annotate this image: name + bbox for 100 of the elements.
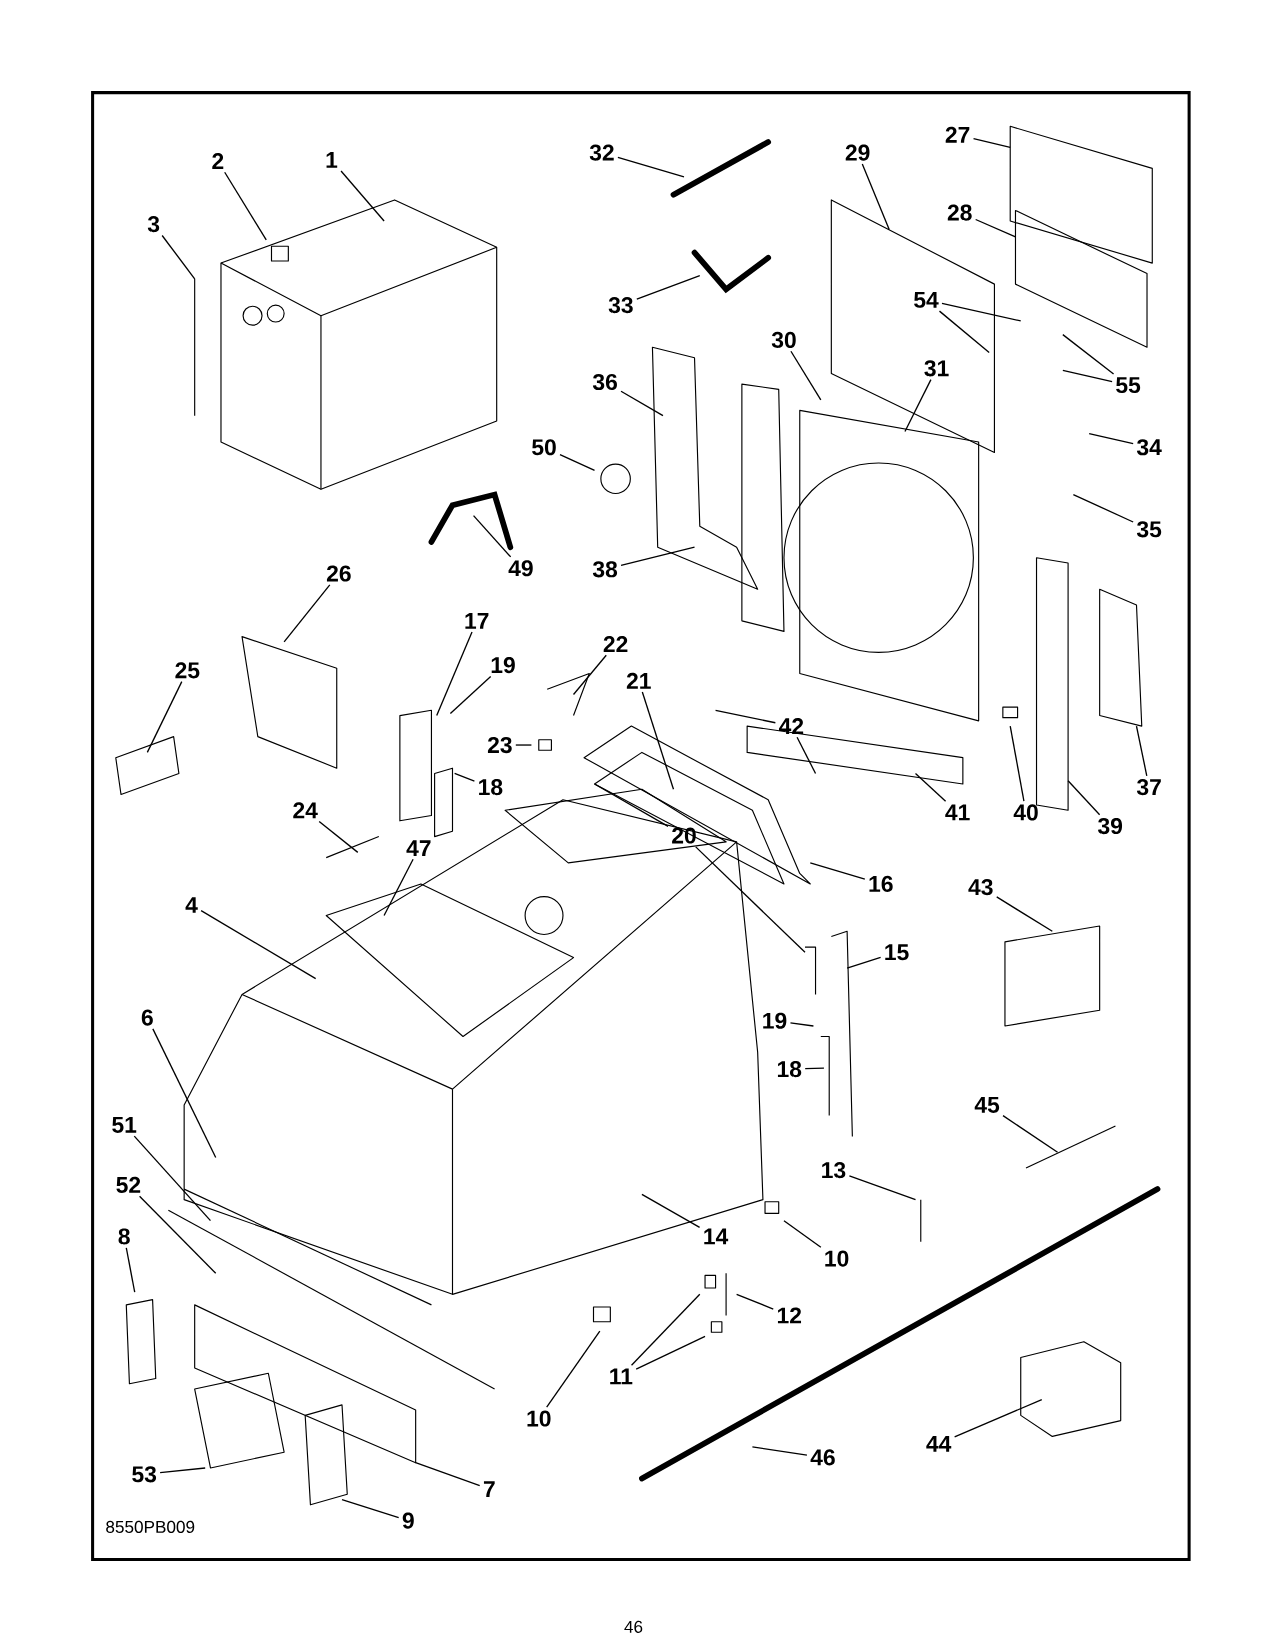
leader-line [1067, 780, 1101, 816]
leader-line [1088, 432, 1134, 445]
leader-line [846, 956, 882, 969]
callout-number: 8 [118, 1228, 130, 1245]
leader-line [617, 156, 685, 178]
callout-number: 28 [947, 204, 972, 221]
callout-number: 22 [603, 636, 628, 652]
callout-number: 54 [913, 291, 939, 308]
callout-number: 3 [147, 216, 159, 233]
callout-number: 36 [592, 373, 617, 391]
callout-number: 51 [112, 1116, 137, 1133]
leader-line [995, 896, 1053, 932]
leader-line [559, 453, 596, 472]
leader-line [635, 275, 701, 300]
leader-line [383, 858, 414, 917]
leader-line [1009, 725, 1025, 802]
leader-line [635, 1335, 706, 1370]
leader-line [914, 772, 947, 802]
leader-line [200, 910, 317, 980]
callout-number: 12 [777, 1307, 801, 1324]
callout-number: 13 [821, 1162, 846, 1179]
drawing-number: 8550PB009 [105, 1520, 195, 1533]
leader-line [472, 514, 512, 558]
callout-number: 34 [1136, 439, 1162, 456]
callout-number: 41 [945, 804, 970, 821]
leader-line [974, 218, 1016, 238]
leader-line [735, 1293, 774, 1310]
callout-number: 39 [1097, 817, 1122, 835]
callout-number: 27 [945, 126, 970, 143]
callout-number: 19 [763, 1012, 787, 1029]
leader-line [159, 1467, 206, 1474]
callout-number: 24 [293, 802, 318, 819]
leader-line [1002, 1114, 1059, 1153]
leader-line [953, 1398, 1043, 1438]
callout-number: 14 [704, 1228, 728, 1245]
leader-line [593, 783, 669, 827]
leader-line [125, 1247, 136, 1293]
leader-line [904, 379, 932, 433]
callout-number: 31 [924, 360, 949, 377]
callout-number: 32 [589, 144, 614, 161]
leader-line [861, 163, 890, 231]
leader-line [318, 820, 359, 854]
leader-line [941, 302, 1022, 322]
callout-number: 16 [869, 875, 893, 892]
callout-number: 38 [592, 561, 617, 578]
leader-line [1072, 493, 1134, 523]
leader-line [790, 350, 822, 401]
leader-line [449, 675, 492, 715]
callout-number: 30 [771, 331, 796, 348]
leader-line [340, 170, 385, 222]
leader-line [809, 862, 866, 880]
callout-number: 15 [885, 944, 909, 961]
callout-number: 1 [326, 152, 337, 168]
leader-line [161, 234, 196, 280]
callout-number: 53 [132, 1466, 156, 1483]
callout-number: 47 [406, 840, 431, 857]
callout-number: 11 [610, 1368, 633, 1385]
callout-number: 44 [926, 1435, 952, 1452]
callout-number: 18 [777, 1061, 802, 1078]
callout-number: 9 [402, 1512, 414, 1529]
leader-line [283, 584, 331, 643]
callout-number: 6 [141, 1009, 153, 1026]
leader-line [694, 846, 806, 953]
leader-line [796, 736, 816, 775]
leader-line [138, 1195, 217, 1274]
leader-line [620, 546, 695, 567]
leader-line [341, 1498, 400, 1519]
callout-number: 21 [626, 672, 651, 689]
leader-line [1062, 333, 1115, 375]
callout-number: 10 [825, 1250, 849, 1267]
leader-line [514, 744, 532, 746]
leader-line [789, 1022, 814, 1027]
callout-number: 26 [326, 565, 351, 582]
callout-number: 17 [465, 613, 489, 629]
callout-number: 33 [608, 297, 633, 314]
leader-line [152, 1028, 217, 1159]
leader-line [133, 1135, 211, 1222]
callout-number: 45 [974, 1096, 999, 1113]
callout-number: 42 [778, 718, 803, 735]
leader-line [1135, 725, 1148, 777]
callout-number: 55 [1115, 377, 1140, 394]
callout-number: 10 [527, 1410, 551, 1427]
leader-line [620, 390, 664, 417]
leader-line [146, 681, 183, 754]
leader-line [972, 137, 1011, 148]
leader-line [1062, 369, 1113, 383]
callout-number: 20 [671, 827, 696, 844]
leader-line [804, 1067, 825, 1070]
callout-number: 35 [1136, 521, 1161, 538]
callout-number: 23 [487, 736, 512, 754]
leader-line [714, 709, 776, 724]
callout-number: 40 [1013, 804, 1038, 821]
leader-line [848, 1175, 916, 1201]
leader-line [938, 310, 990, 354]
callout-number: 37 [1136, 779, 1161, 796]
leader-line [630, 1293, 701, 1366]
callout-number: 49 [508, 560, 533, 577]
callout-number: 18 [478, 779, 503, 796]
leader-line [572, 654, 607, 696]
callout-number: 19 [491, 656, 515, 674]
